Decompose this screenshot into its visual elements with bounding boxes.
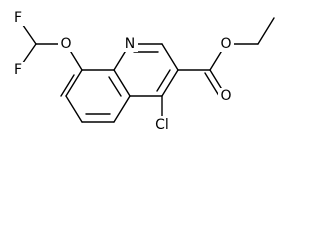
bond-c2-c3 xyxy=(161,43,179,71)
atom-label-ring-nitrogen: N xyxy=(122,36,138,52)
atom-carbonyl-oxygen: O xyxy=(220,88,231,104)
atom-fluorine-bottom: F xyxy=(14,62,22,78)
bond-c7-c6 xyxy=(65,95,83,123)
atom-label-carbonyl-oxygen: O xyxy=(218,88,234,104)
bond-c3-c4-inner xyxy=(156,69,171,92)
atom-label-ether-oxygen: O xyxy=(58,36,74,52)
atom-chlorine: Cl xyxy=(155,117,169,133)
chemical-structure-diagram: F F O N Cl O O xyxy=(10,10,275,134)
bond-c4a-c8a xyxy=(113,69,131,97)
atom-ring-nitrogen: N xyxy=(125,36,135,52)
bond-c3-c4 xyxy=(161,69,179,97)
bond-c4a-c8a-inner xyxy=(108,76,122,97)
benzo-ring xyxy=(60,69,131,123)
atom-ether-oxygen: O xyxy=(60,36,71,52)
atom-label-ester-oxygen: O xyxy=(218,36,234,52)
atom-fluorine-top: F xyxy=(14,10,22,26)
bond-c8-c7-inner xyxy=(60,74,75,97)
atom-label-fluorine-bottom: F xyxy=(10,62,26,78)
bond-c5-c4a xyxy=(113,95,131,123)
atom-ester-oxygen: O xyxy=(220,36,231,52)
atom-label-chlorine: Cl xyxy=(151,116,173,134)
ethyl-ester-group xyxy=(177,17,275,100)
bond-ch2-ch3 xyxy=(257,17,275,45)
bond-c8-c7 xyxy=(65,69,83,97)
atom-label-fluorine-top: F xyxy=(10,10,26,26)
